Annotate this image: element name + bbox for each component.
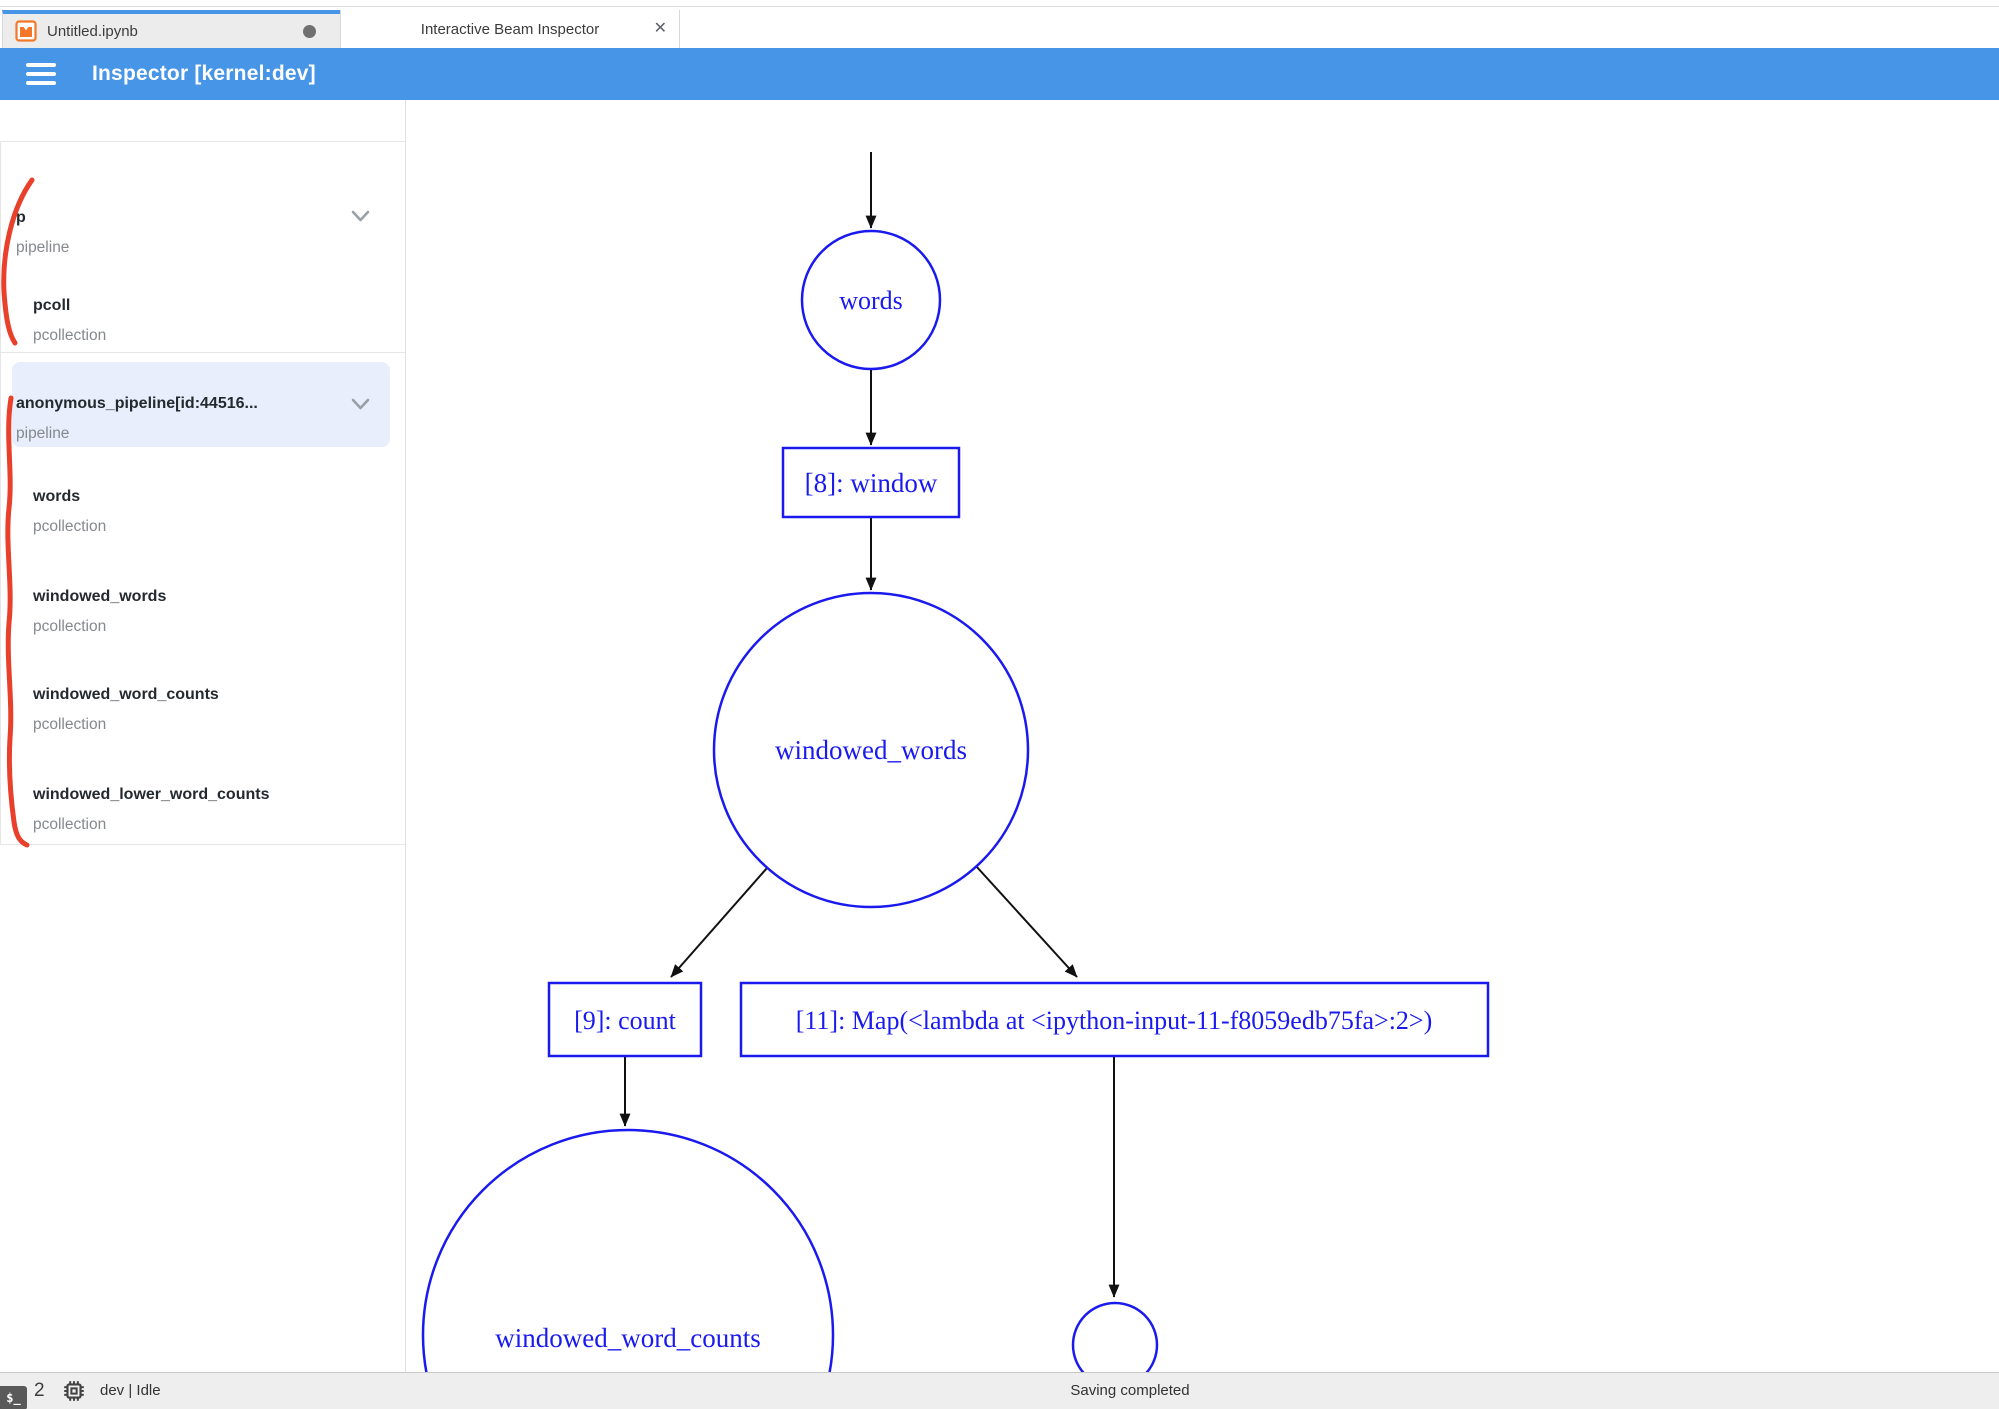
- top-divider: [0, 6, 1999, 7]
- inspector-title: Inspector [kernel:dev]: [92, 62, 316, 85]
- item-name: windowed_word_counts: [33, 686, 219, 703]
- tab-label: Untitled.ipynb: [47, 22, 138, 40]
- inspectables-sidebar: p pipeline pcoll pcollection anonymous_p…: [0, 100, 406, 1372]
- selected-item-highlight: [12, 362, 390, 447]
- item-type: pcollection: [33, 716, 107, 733]
- save-status-message: Saving completed: [1070, 1382, 1190, 1399]
- sidebar-item-windowed-words[interactable]: windowed_words pcollection: [0, 582, 423, 642]
- sidebar-item-anonymous-pipeline[interactable]: anonymous_pipeline[id:44516... pipeline: [0, 389, 406, 449]
- item-name: windowed_lower_word_counts: [33, 786, 270, 803]
- item-name: p: [16, 209, 26, 226]
- pipeline-graph-canvas: words [8]: window windowed_words [9]: co…: [406, 100, 1999, 1372]
- terminal-icon[interactable]: $_: [0, 1386, 27, 1409]
- hamburger-menu-icon[interactable]: [26, 63, 56, 85]
- tab-interactive-beam-inspector[interactable]: Interactive Beam Inspector ✕: [340, 10, 680, 48]
- item-type: pcollection: [33, 327, 107, 344]
- tab-untitled-notebook[interactable]: Untitled.ipynb: [2, 10, 340, 48]
- node-windowed-words-circle[interactable]: [712, 591, 1030, 909]
- unsaved-changes-dot: [303, 25, 316, 38]
- node-windowed-word-counts-label: windowed_word_counts: [495, 1323, 760, 1353]
- node-count-transform-label: [9]: count: [574, 1006, 677, 1035]
- sidebar-item-windowed-lower-word-counts[interactable]: windowed_lower_word_counts pcollection: [0, 780, 423, 840]
- sidebar-item-pipeline-p[interactable]: p pipeline: [0, 203, 406, 263]
- pipeline-card-p: [0, 141, 405, 353]
- item-type: pcollection: [33, 618, 107, 635]
- close-icon[interactable]: ✕: [653, 20, 667, 37]
- tab-label: Interactive Beam Inspector: [420, 20, 600, 38]
- top-strip: [0, 0, 1999, 8]
- status-bar: $_ 2 dev | Idle Saving completed: [0, 1372, 1999, 1409]
- node-windowed-word-counts-circle[interactable]: [421, 1128, 835, 1372]
- node-words-circle[interactable]: [800, 229, 942, 371]
- notebook-icon: [15, 20, 37, 42]
- sidebar-item-windowed-word-counts[interactable]: windowed_word_counts pcollection: [0, 680, 423, 740]
- edge-windowed-words-to-map: [975, 865, 1078, 978]
- kernel-status[interactable]: dev | Idle: [100, 1382, 161, 1399]
- item-type: pipeline: [16, 239, 70, 256]
- node-words-label: words: [839, 286, 903, 315]
- sidebar-item-words[interactable]: words pcollection: [0, 482, 423, 542]
- item-name: pcoll: [33, 297, 71, 314]
- node-window-transform-label: [8]: window: [805, 468, 938, 498]
- kernel-chip-icon[interactable]: [62, 1379, 86, 1403]
- node-map-transform-rect[interactable]: [739, 981, 1490, 1058]
- chevron-down-icon[interactable]: [350, 209, 371, 223]
- item-type: pipeline: [16, 425, 70, 442]
- item-type: pcollection: [33, 816, 107, 833]
- node-window-transform-rect[interactable]: [781, 446, 961, 519]
- item-name: windowed_words: [33, 588, 167, 605]
- node-windowed-lower-word-counts-circle[interactable]: [1071, 1301, 1159, 1372]
- item-name: anonymous_pipeline[id:44516...: [16, 395, 258, 412]
- node-map-transform-label: [11]: Map(<lambda at <ipython-input-11-f…: [796, 1006, 1433, 1035]
- inspector-header: Inspector [kernel:dev]: [0, 48, 1999, 100]
- node-windowed-words-label: windowed_words: [775, 735, 967, 765]
- sidebar-item-pcoll[interactable]: pcoll pcollection: [0, 291, 423, 351]
- terminal-count[interactable]: 2: [34, 1380, 45, 1401]
- dock-tabbar: Untitled.ipynb Interactive Beam Inspecto…: [0, 10, 1999, 48]
- chevron-down-icon[interactable]: [350, 397, 371, 411]
- item-type: pcollection: [33, 518, 107, 535]
- main-area: p pipeline pcoll pcollection anonymous_p…: [0, 100, 1999, 1372]
- node-count-transform-rect[interactable]: [547, 981, 703, 1058]
- edge-windowed-words-to-count: [670, 867, 768, 978]
- item-name: words: [33, 488, 81, 505]
